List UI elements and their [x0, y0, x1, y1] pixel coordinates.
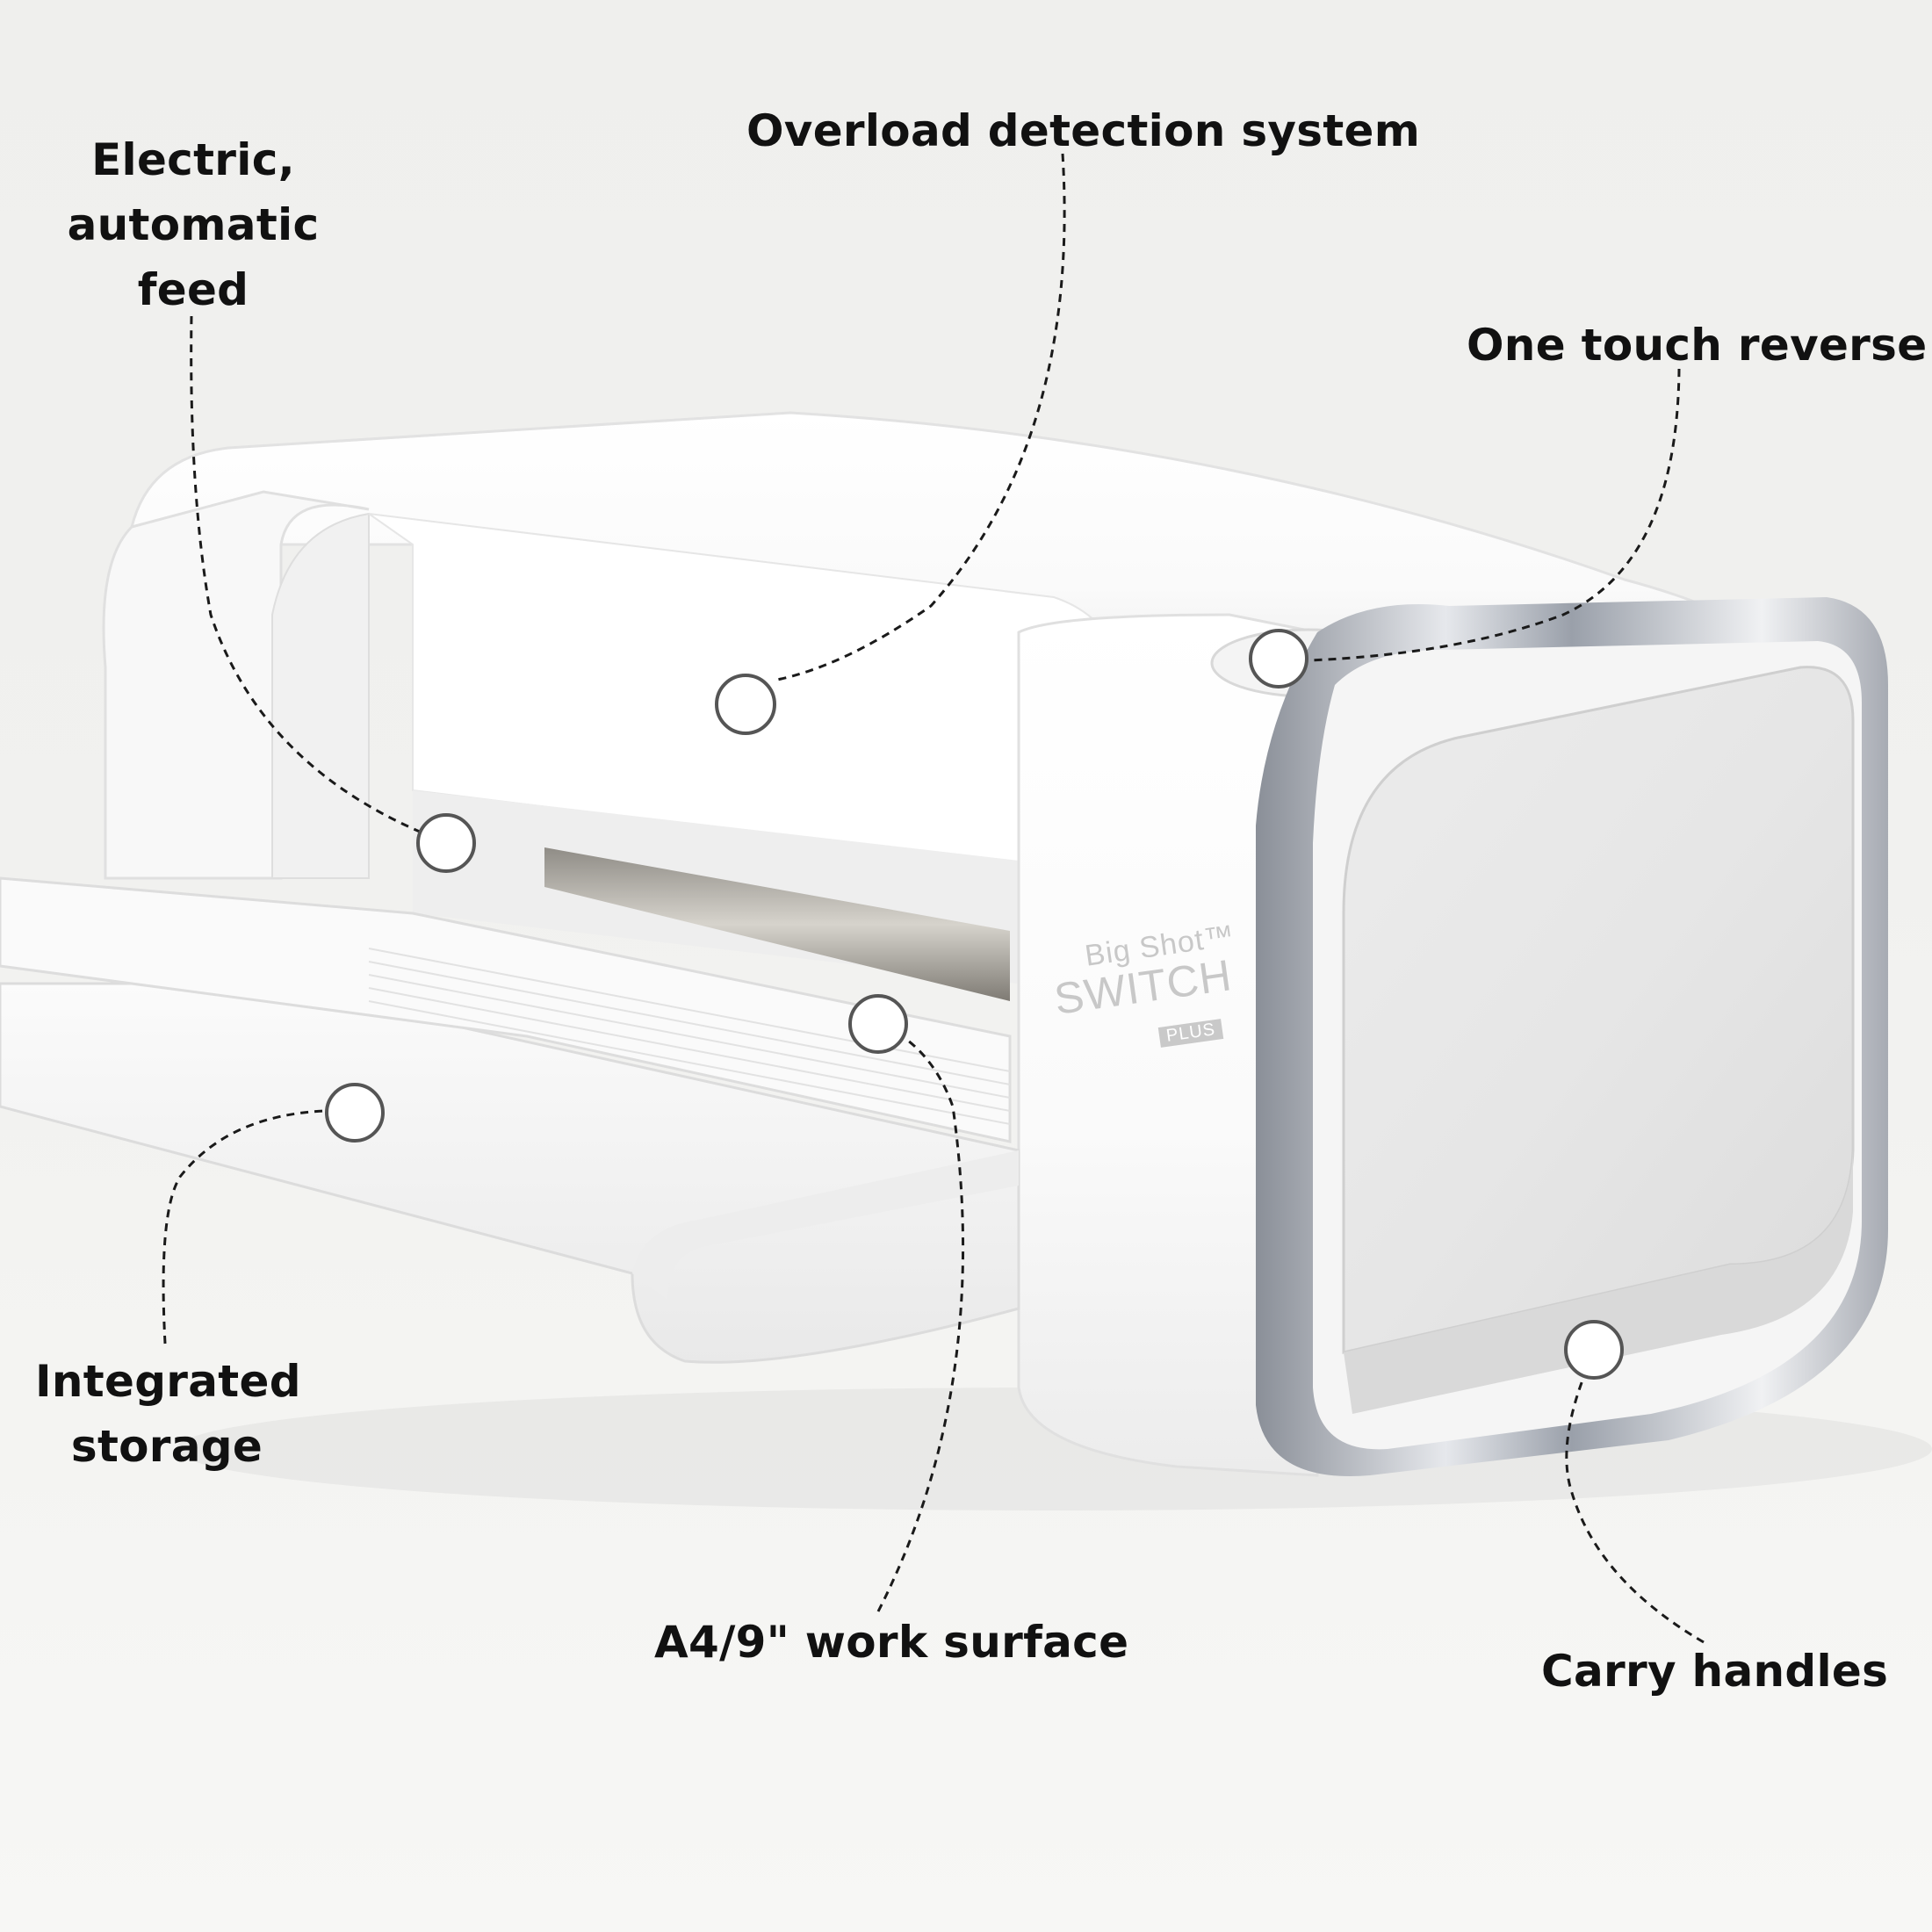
label-carry-handles: Carry handles: [1541, 1646, 1889, 1697]
marker-storage: [325, 1083, 385, 1143]
label-one-touch-reverse: One touch reverse: [1467, 320, 1928, 371]
leader-line-overload: [772, 153, 1066, 682]
marker-electric-feed: [416, 813, 476, 873]
handle-lower-lip: [1344, 1150, 1853, 1414]
label-integrated-storage: Integrated storage: [35, 1356, 301, 1472]
label-overload-detection-system: Overload detection system: [746, 105, 1421, 156]
leader-line-carry: [1565, 1352, 1705, 1644]
marker-overload: [715, 674, 776, 735]
feed-roller: [544, 847, 1010, 1001]
carry-handle-recess: [1342, 666, 1855, 1354]
machine-left-flap: [271, 512, 370, 879]
marker-work-surface: [848, 994, 908, 1054]
leader-line-reverse: [1308, 368, 1681, 662]
leader-line-storage: [162, 1109, 326, 1344]
marker-carry: [1564, 1320, 1624, 1380]
label-work-surface: A4/9" work surface: [654, 1617, 1129, 1668]
label-electric-automatic-feed: Electric, automatic feed: [67, 134, 320, 315]
platform-ribs: [368, 948, 1011, 1125]
machine-left-endcap: [102, 490, 370, 880]
storage-tray: [0, 982, 1020, 1364]
storage-tray-lip: [632, 1150, 1019, 1300]
marker-reverse: [1249, 629, 1308, 688]
leader-line-work-surface: [876, 1021, 965, 1612]
leader-line-electric-feed: [190, 315, 444, 843]
